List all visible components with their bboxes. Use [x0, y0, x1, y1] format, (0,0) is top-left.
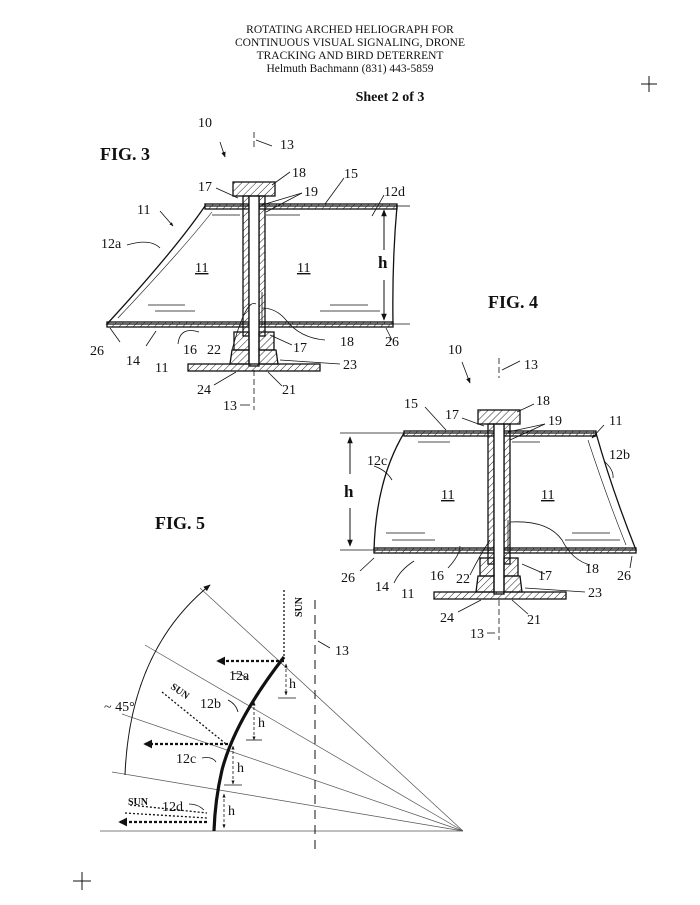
fig3-label-10: 10 — [198, 116, 212, 131]
fig4-bearing-right — [504, 424, 510, 564]
figure-5: FIG. 5 — [100, 513, 463, 852]
fig5-label-12d: 12d — [162, 800, 183, 815]
fig3-label-21: 21 — [282, 383, 296, 398]
fig3-title: FIG. 3 — [100, 144, 150, 164]
fig5-label-h-2: h — [258, 716, 265, 731]
fig3-label-17-top: 17 — [198, 180, 212, 195]
fig3-label-26-right: 26 — [385, 335, 399, 350]
fig5-label-12c: 12c — [176, 752, 196, 767]
fig3-label-22: 22 — [207, 343, 221, 358]
fig4-label-10: 10 — [448, 343, 462, 358]
fig5-label-13: 13 — [335, 644, 349, 659]
fig3-label-26-left: 26 — [90, 344, 104, 359]
fig4-label-12c: 12c — [367, 454, 387, 469]
fig4-label-11-bottom: 11 — [401, 587, 414, 602]
fig3-label-12a: 12a — [101, 237, 122, 252]
fig5-label-angle: ~ 45° — [104, 700, 135, 715]
fig3-label-11-bottom: 11 — [155, 361, 168, 376]
fig4-label-13-top: 13 — [524, 358, 538, 373]
fig3-label-11-left: 11 — [195, 261, 208, 276]
fig5-label-12b: 12b — [200, 697, 221, 712]
fig3-label-24: 24 — [197, 383, 211, 398]
fig5-label-h-4: h — [228, 804, 235, 819]
fig4-label-16: 16 — [430, 569, 444, 584]
fig3-top-plate — [205, 204, 397, 209]
fig4-bearing-left — [488, 424, 494, 564]
fig4-label-26-left: 26 — [341, 571, 355, 586]
fig3-label-11-top: 11 — [137, 203, 150, 218]
fig3-label-16: 16 — [183, 343, 197, 358]
fig4-cap — [478, 410, 520, 424]
fig5-label-sun-bottom: SUN — [128, 797, 149, 808]
fig5-label-h-3: h — [237, 761, 244, 776]
fig3-label-13-bottom: 13 — [223, 399, 237, 414]
fig5-label-sun-top: SUN — [294, 596, 305, 617]
fig5-title: FIG. 5 — [155, 513, 205, 533]
fig4-label-13-bottom: 13 — [470, 627, 484, 642]
fig4-label-18: 18 — [536, 394, 550, 409]
fig3-shaft — [249, 196, 259, 366]
fig3-label-17-bottom: 17 — [293, 341, 307, 356]
fig3-label-19: 19 — [304, 185, 318, 200]
fig4-label-11-left: 11 — [441, 488, 454, 503]
fig4-label-12b: 12b — [609, 448, 630, 463]
fig5-label-h-1: h — [289, 677, 296, 692]
fig5-label-12a: 12a — [229, 669, 250, 684]
fig4-label-17-bottom: 17 — [538, 569, 552, 584]
fig3-label-11-right: 11 — [297, 261, 310, 276]
fig3-label-23: 23 — [343, 358, 357, 373]
fig5-angle-arc — [125, 585, 210, 775]
fig4-label-17-top: 17 — [445, 408, 459, 423]
fig3-label-15: 15 — [344, 167, 358, 182]
fig3-label-h: h — [378, 253, 388, 272]
fig4-label-23: 23 — [588, 586, 602, 601]
fig3-label-12d: 12d — [384, 185, 405, 200]
fig4-label-15: 15 — [404, 397, 418, 412]
fig4-label-22: 22 — [456, 572, 470, 587]
fig4-label-14: 14 — [375, 580, 389, 595]
registration-mark-bottom — [73, 872, 91, 890]
fig4-label-11-top: 11 — [609, 414, 622, 429]
fig3-label-18-bottom: 18 — [340, 335, 354, 350]
fig4-shaft — [494, 424, 504, 594]
fig3-base-plate — [188, 364, 320, 371]
fig4-label-21: 21 — [527, 613, 541, 628]
figure-3: FIG. 3 — [90, 116, 410, 414]
registration-mark-top — [641, 76, 657, 92]
fig4-label-h: h — [344, 482, 354, 501]
fig4-label-19: 19 — [548, 414, 562, 429]
fig3-label-13-top: 13 — [280, 138, 294, 153]
fig4-label-11-right: 11 — [541, 488, 554, 503]
fig3-label-14: 14 — [126, 354, 140, 369]
fig4-base-plate — [434, 592, 566, 599]
fig3-label-18: 18 — [292, 166, 306, 181]
fig4-title: FIG. 4 — [488, 292, 538, 312]
fig4-label-26-right: 26 — [617, 569, 631, 584]
fig4-label-18-bottom: 18 — [585, 562, 599, 577]
fig3-cap — [233, 182, 275, 196]
fig4-label-24: 24 — [440, 611, 454, 626]
